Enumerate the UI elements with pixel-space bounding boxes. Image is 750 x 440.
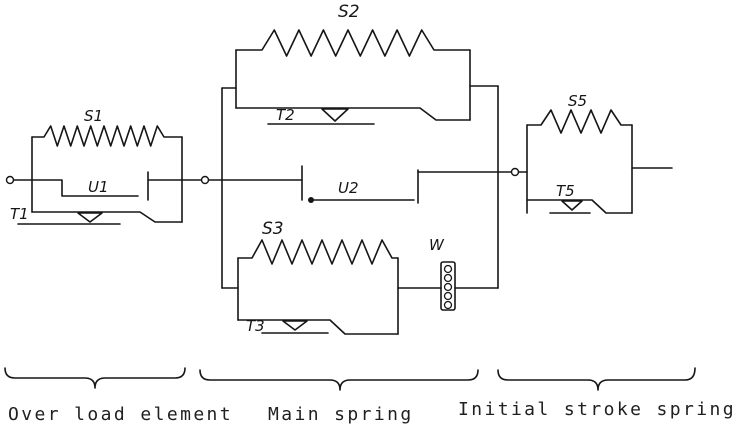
spring-s2 [235, 29, 471, 57]
friction-t3-plate [237, 319, 399, 335]
caption-initial: Initial stroke spring [458, 399, 736, 420]
friction-t2-plate [235, 107, 471, 121]
brace-overload [4, 367, 186, 389]
label-s3: S3 [262, 219, 284, 239]
friction-t3-block [282, 320, 308, 331]
label-t1: T1 [10, 205, 29, 223]
label-u2: U2 [338, 179, 359, 197]
input-terminal [5, 175, 15, 185]
label-s1: S1 [84, 107, 103, 125]
element-w-bead [443, 300, 453, 310]
initial-stroke-element: S5 T5 [510, 92, 673, 214]
label-s2: S2 [338, 2, 360, 22]
junction-node-left [200, 175, 210, 185]
overload-element: S1 U1 T1 [5, 107, 183, 225]
branch-s3-t3-w: S3 W T3 [221, 219, 499, 335]
element-w-body [440, 261, 456, 311]
gap-u2: U2 [301, 165, 513, 204]
label-s5: S5 [568, 92, 587, 110]
element-w-bead [443, 264, 453, 274]
spring-s3 [237, 239, 399, 265]
label-w: W [429, 236, 445, 254]
caption-main: Main spring [268, 404, 414, 425]
spring-s1 [31, 125, 183, 147]
branch-s2-t2: S2 T2 [221, 2, 499, 125]
main-spring-group: S2 T2 U2 S3 [221, 2, 513, 335]
brace-initial [497, 367, 696, 391]
element-w [440, 261, 456, 311]
label-t3: T3 [246, 317, 265, 335]
element-w-bead [443, 273, 453, 283]
label-t2: T2 [276, 106, 295, 124]
brace-main [199, 369, 479, 391]
gap-u1-stop [147, 171, 183, 201]
friction-t5-block [561, 200, 583, 211]
friction-t5-plate [526, 199, 633, 214]
element-w-bead [443, 282, 453, 292]
label-u1: U1 [88, 178, 109, 196]
gap-u2-pivot-dot [308, 197, 314, 203]
spring-s5 [526, 109, 633, 134]
gap-u1-arm [31, 179, 139, 197]
element-w-bead [443, 291, 453, 301]
label-t5: T5 [556, 182, 575, 200]
friction-t1-block [77, 212, 103, 223]
junction-node-right [510, 167, 520, 177]
friction-t1-plate [31, 211, 183, 223]
friction-t2-block [321, 108, 349, 122]
caption-overload: Over load element [8, 404, 233, 425]
